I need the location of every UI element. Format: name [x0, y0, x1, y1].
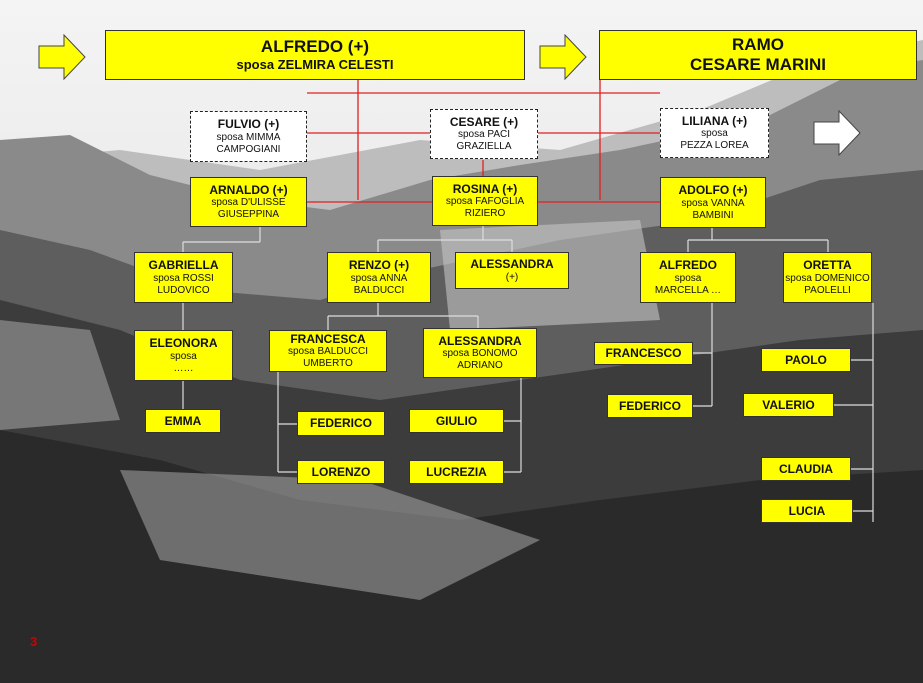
person-box-oretta: ORETTA sposa DOMENICO PAOLELLI	[783, 252, 872, 303]
person-name: ARNALDO (+)	[209, 182, 288, 197]
person-spouse-line: sposa	[170, 350, 197, 362]
person-name: ALFREDO	[659, 258, 717, 273]
person-box-alfredo: ALFREDO sposa MARCELLA …	[640, 252, 736, 303]
person-name: CESARE (+)	[449, 114, 519, 129]
person-spouse-line: GRAZIELLA	[456, 141, 512, 153]
person-box-eleonora: ELEONORA sposa ……	[134, 330, 233, 381]
person-box-cesare: CESARE (+) sposa PACI GRAZIELLA	[430, 109, 538, 159]
person-box-emma: EMMA	[145, 409, 221, 433]
person-box-lucrezia: LUCREZIA	[409, 460, 504, 484]
person-box-renzo: RENZO (+) sposa ANNA BALDUCCI	[327, 252, 431, 303]
person-spouse-line: sposa PACI	[457, 129, 511, 141]
person-name: PAOLO	[785, 352, 827, 367]
person-name: ORETTA	[803, 258, 852, 273]
person-name: FRANCESCA	[290, 331, 366, 346]
person-spouse-line: sposa MIMMA	[216, 131, 281, 143]
main-ancestor-spouse: sposa ZELMIRA CELESTI	[236, 57, 394, 73]
person-box-liliana: LILIANA (+) sposa PEZZA LOREA	[660, 108, 769, 158]
person-spouse-line: CAMPOGIANI	[216, 143, 281, 155]
branch-title-box: RAMO CESARE MARINI	[599, 30, 917, 80]
person-spouse-line: MARCELLA …	[654, 284, 722, 296]
person-name: LORENZO	[311, 464, 371, 479]
person-spouse-line: PEZZA LOREA	[680, 140, 749, 152]
person-name: LUCIA	[788, 503, 826, 518]
person-box-francesco: FRANCESCO	[594, 342, 693, 365]
main-ancestor-box: ALFREDO (+) sposa ZELMIRA CELESTI	[105, 30, 525, 80]
person-spouse-line: BALDUCCI	[353, 284, 405, 296]
person-box-giulio: GIULIO	[409, 409, 504, 433]
person-spouse-line: LUDOVICO	[157, 284, 210, 296]
person-spouse-line: ADRIANO	[457, 360, 503, 372]
person-name: EMMA	[164, 413, 202, 428]
person-box-lorenzo: LORENZO	[297, 460, 385, 484]
person-spouse-line: sposa ANNA	[350, 272, 408, 284]
person-spouse-line: PAOLELLI	[804, 284, 851, 296]
person-box-adolfo: ADOLFO (+) sposa VANNA BAMBINI	[660, 177, 766, 228]
person-spouse-line: sposa BALDUCCI	[287, 346, 369, 358]
person-name: GIULIO	[435, 413, 478, 428]
person-spouse-line: RIZIERO	[464, 208, 506, 220]
person-box-alessandra-bonomo: ALESSANDRA sposa BONOMO ADRIANO	[423, 328, 537, 378]
person-box-valerio: VALERIO	[743, 393, 834, 417]
person-box-gabriella: GABRIELLA sposa ROSSI LUDOVICO	[134, 252, 233, 303]
person-name: FULVIO (+)	[217, 117, 280, 132]
person-box-lucia: LUCIA	[761, 499, 853, 523]
page-number: 3	[30, 634, 38, 649]
person-box-rosina: ROSINA (+) sposa FAFOGLIA RIZIERO	[432, 176, 538, 226]
person-box-francesca: FRANCESCA sposa BALDUCCI UMBERTO	[269, 330, 387, 372]
person-name: CLAUDIA	[779, 461, 833, 476]
person-box-federico-2: FEDERICO	[297, 411, 385, 436]
branch-title-line2: CESARE MARINI	[689, 55, 826, 74]
person-name: ALESSANDRA	[470, 257, 554, 272]
person-spouse-line: GIUSEPPINA	[217, 209, 280, 221]
person-name: FEDERICO	[618, 398, 681, 413]
person-name: FEDERICO	[309, 416, 372, 431]
person-name: FRANCESCO	[605, 346, 682, 361]
person-box-federico: FEDERICO	[607, 394, 693, 418]
arrow-right-icon	[539, 34, 587, 80]
person-box-arnaldo: ARNALDO (+) sposa D'ULISSE GIUSEPPINA	[190, 177, 307, 227]
person-spouse-line: UMBERTO	[303, 358, 353, 370]
person-spouse-line: sposa VANNA	[681, 197, 745, 209]
person-name: VALERIO	[762, 397, 815, 412]
person-spouse-line: (+)	[505, 271, 519, 283]
person-name: ROSINA (+)	[452, 181, 518, 196]
person-spouse-line: sposa	[674, 272, 702, 284]
person-name: RENZO (+)	[348, 258, 410, 273]
person-name: ELEONORA	[149, 336, 218, 351]
person-name: LUCREZIA	[426, 464, 487, 479]
arrow-right-icon	[38, 34, 86, 80]
person-spouse-line: sposa DOMENICO	[785, 272, 870, 284]
person-box-alessandra: ALESSANDRA (+)	[455, 252, 569, 289]
person-spouse-line: sposa ROSSI	[153, 272, 214, 284]
person-spouse-line: sposa FAFOGLIA	[445, 196, 525, 208]
person-spouse-line: sposa BONOMO	[442, 348, 518, 360]
person-spouse-line: sposa D'ULISSE	[211, 197, 286, 209]
arrow-right-white-icon	[813, 110, 861, 156]
person-name: LILIANA (+)	[681, 113, 748, 128]
person-name: GABRIELLA	[148, 258, 219, 273]
person-spouse-line: ……	[173, 362, 194, 374]
person-spouse-line: BAMBINI	[692, 209, 734, 221]
person-box-fulvio: FULVIO (+) sposa MIMMA CAMPOGIANI	[190, 111, 307, 162]
person-name: ADOLFO (+)	[678, 183, 748, 198]
person-spouse-line: sposa	[701, 128, 728, 140]
person-box-paolo: PAOLO	[761, 348, 851, 372]
person-name: ALESSANDRA	[438, 333, 522, 348]
branch-title-line1: RAMO	[732, 34, 784, 54]
main-ancestor-name: ALFREDO (+)	[260, 37, 370, 56]
person-box-claudia: CLAUDIA	[761, 457, 851, 481]
